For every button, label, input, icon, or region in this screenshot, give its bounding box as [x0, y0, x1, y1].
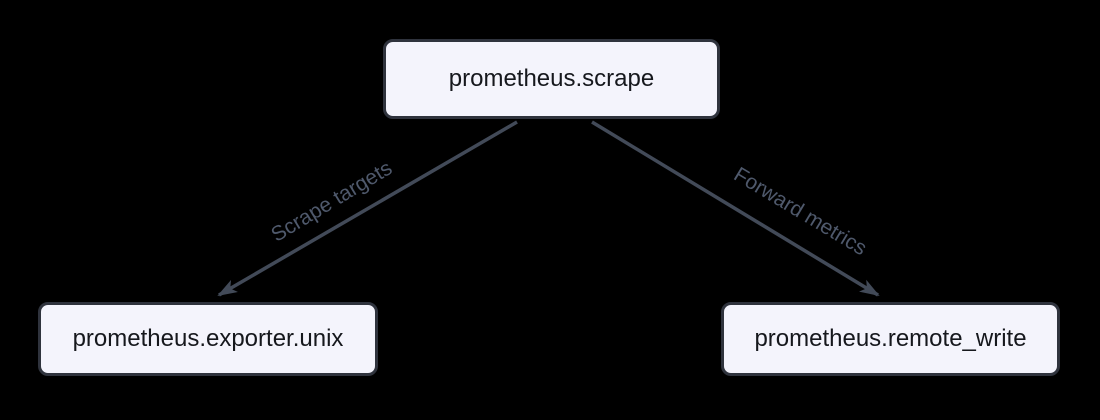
edge-label-forward-metrics: Forward metrics	[729, 162, 871, 261]
node-label: prometheus.remote_write	[754, 325, 1027, 352]
node-prometheus-scrape: prometheus.scrape	[383, 39, 720, 119]
node-label: prometheus.exporter.unix	[72, 325, 344, 352]
node-label: prometheus.scrape	[448, 65, 655, 92]
node-prometheus-remote-write: prometheus.remote_write	[721, 302, 1060, 376]
edge-scrape-to-remote-write	[591, 120, 880, 297]
edge-scrape-to-exporter	[217, 120, 518, 297]
node-prometheus-exporter-unix: prometheus.exporter.unix	[38, 302, 378, 376]
edge-label-scrape-targets: Scrape targets	[267, 156, 397, 247]
